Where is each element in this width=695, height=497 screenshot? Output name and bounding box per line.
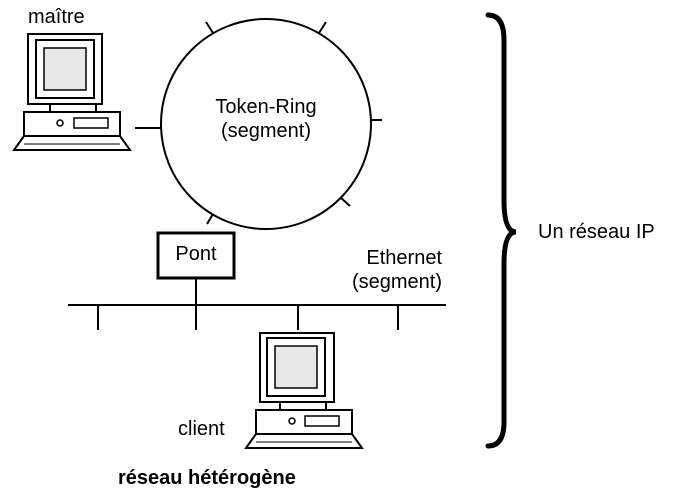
ethernet-label-line2: (segment) xyxy=(351,271,442,293)
master-label: maître xyxy=(28,6,85,28)
client-computer-icon xyxy=(244,332,364,449)
curly-brace xyxy=(485,12,517,449)
master-computer-icon xyxy=(12,33,132,151)
ethernet-label-line1: Ethernet xyxy=(366,247,442,269)
client-label: client xyxy=(178,418,225,440)
ring-taps xyxy=(135,21,382,225)
token-ring xyxy=(160,18,372,230)
network-label: Un réseau IP xyxy=(538,221,655,243)
bridge-label: Pont xyxy=(175,243,217,265)
ring-label-line2: (segment) xyxy=(220,120,312,142)
ring-label-line1: Token-Ring xyxy=(215,96,317,118)
ethernet-bus xyxy=(68,304,446,330)
bridge-box xyxy=(156,231,236,280)
diagram-caption: réseau hétérogène xyxy=(118,467,296,489)
